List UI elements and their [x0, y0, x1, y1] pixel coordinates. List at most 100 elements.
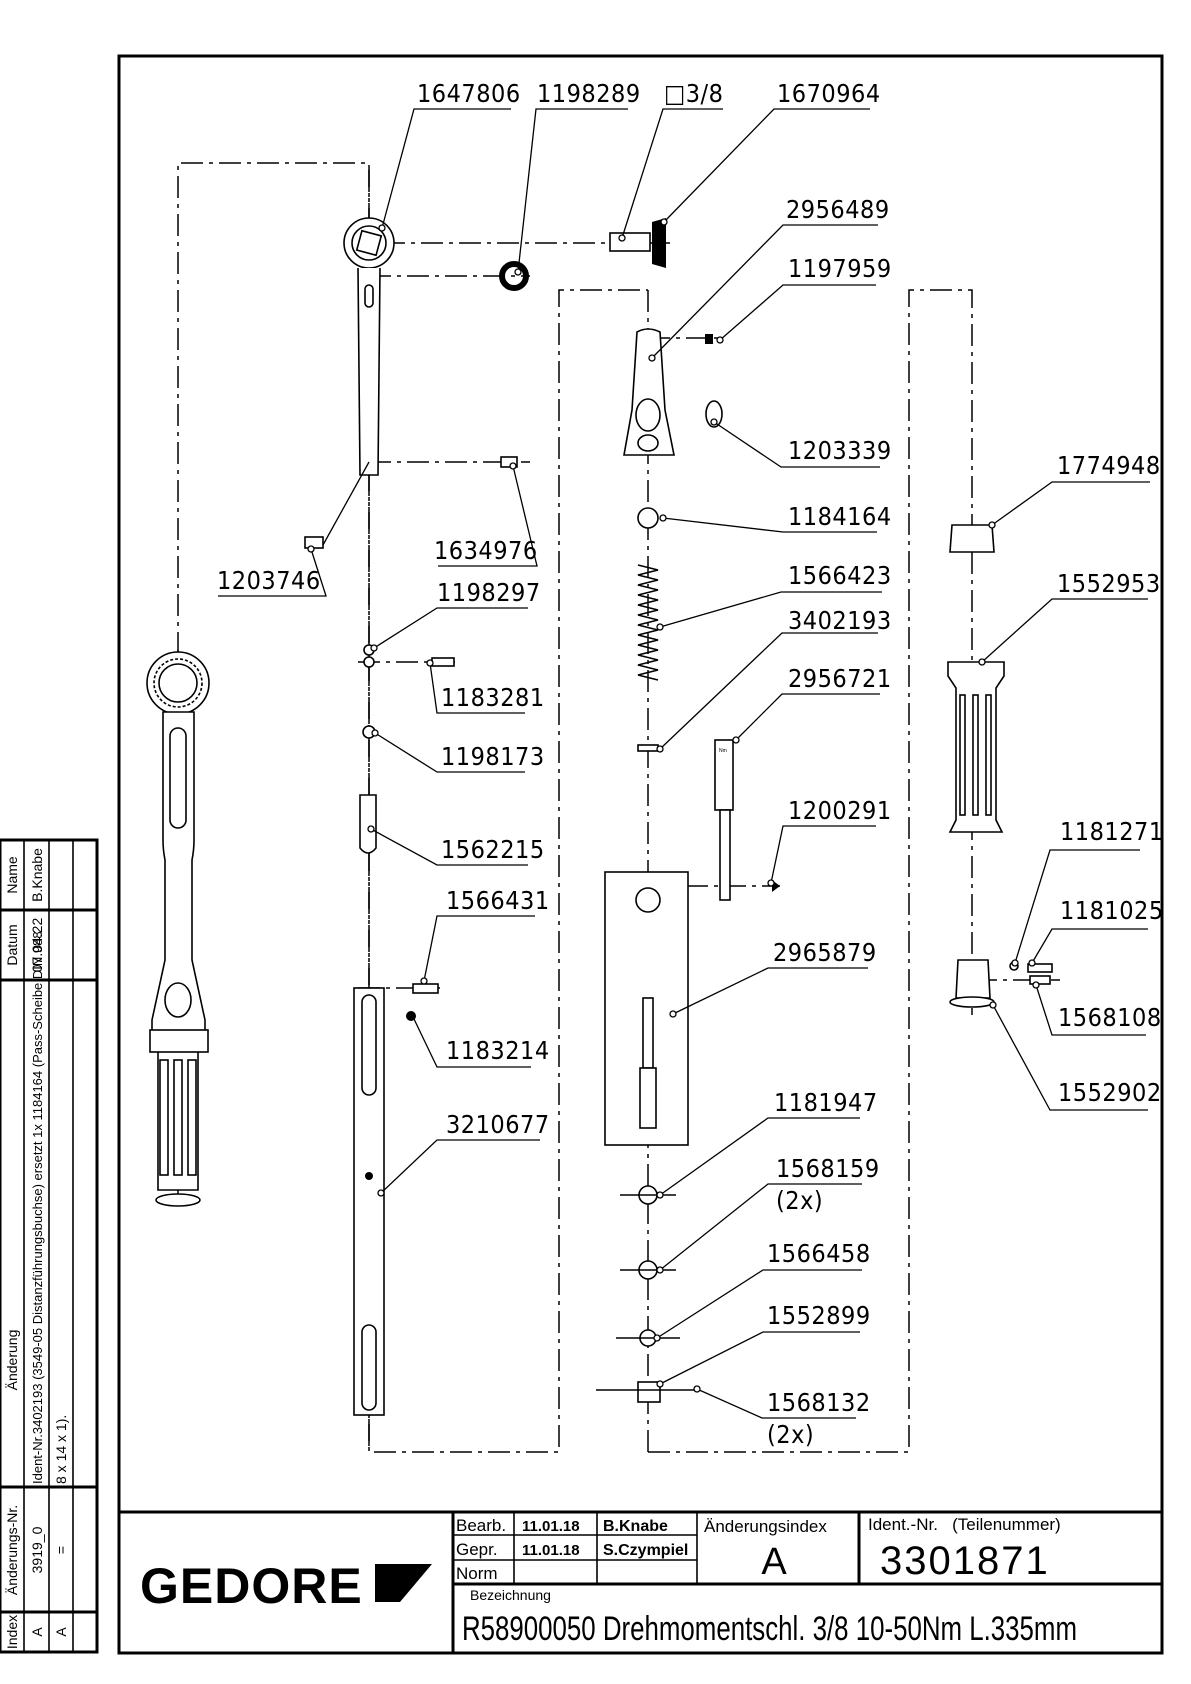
callout-2956721: 2956721: [732, 664, 892, 744]
rev-header-name: Name: [4, 856, 20, 894]
svg-text:3402193: 3402193: [788, 606, 892, 635]
callout-1568159: 1568159 (2x): [656, 1154, 880, 1274]
rev-row1-change: Ident-Nr.3402193 (3549-05 Distanzführung…: [30, 931, 45, 1484]
svg-text:1647806: 1647806: [417, 79, 521, 108]
drawing-frame: [117, 54, 1164, 1655]
rev-row2-change: 8 x 14 x 1).: [53, 1415, 69, 1484]
svg-text:1181025: 1181025: [1060, 896, 1164, 925]
designation-label: Bezeichnung: [470, 1587, 551, 1603]
svg-text:1562215: 1562215: [441, 835, 545, 864]
rev-row1-date: 07.04.22: [29, 918, 45, 973]
parts-left-column: [304, 217, 529, 1416]
parts-left-assembled-wrench: [146, 651, 210, 1207]
svg-text:1566458: 1566458: [767, 1239, 871, 1268]
svg-text:1183281: 1183281: [441, 683, 545, 712]
svg-text:1568132: 1568132: [767, 1388, 871, 1417]
svg-text:1552899: 1552899: [767, 1301, 871, 1330]
revision-table: Name Datum Änderung Änderungs-Nr. Index …: [0, 838, 99, 1654]
svg-text:□3/8: □3/8: [664, 79, 723, 108]
callout-1568132: 1568132 (2x): [693, 1385, 871, 1449]
rev-row2-index: A: [53, 1627, 69, 1637]
callout-1566431: 1566431: [420, 886, 550, 985]
callout-1647806: 1647806: [378, 79, 521, 232]
rev-header-change: Änderung: [4, 1330, 20, 1391]
callout-1183214: 1183214: [413, 1018, 550, 1068]
callout-1566458: 1566458: [653, 1239, 871, 1342]
designation: R58900050 Drehmomentschl. 3/8 10-50Nm L.…: [462, 1610, 1077, 1648]
svg-text:2956489: 2956489: [786, 195, 890, 224]
name-gepr: S.Czympiel: [603, 1542, 688, 1559]
svg-text:1198289: 1198289: [537, 79, 641, 108]
ident-number: 3301871: [880, 1539, 1050, 1583]
callout-3210677: 3210677: [377, 1110, 550, 1197]
role-norm: Norm: [456, 1564, 498, 1583]
svg-text:1198173: 1198173: [441, 742, 545, 771]
change-index-value: A: [761, 1541, 787, 1583]
parts-right-column: [947, 524, 1053, 1008]
callout-1198173: 1198173: [371, 729, 545, 773]
callout-1181947: 1181947: [656, 1088, 878, 1199]
rev-header-date: Datum: [4, 924, 20, 965]
callout-1198289: 1198289: [514, 79, 641, 276]
svg-text:(2x): (2x): [776, 1186, 823, 1215]
rev-row1-index: A: [29, 1627, 45, 1637]
callout-1634976: 1634976: [434, 462, 538, 567]
svg-text:1566431: 1566431: [446, 886, 550, 915]
date-gepr: 11.01.18: [522, 1542, 580, 1559]
svg-text:1568108: 1568108: [1058, 1003, 1162, 1032]
callouts: 1647806 1198289 □3/8 1670964 2956489 119…: [217, 79, 1164, 1449]
callout-1197959: 1197959: [716, 254, 892, 344]
svg-text:1184164: 1184164: [788, 502, 892, 531]
role-bearb: Bearb.: [456, 1516, 506, 1535]
svg-text:GEDORE: GEDORE: [140, 1558, 363, 1614]
rev-row1-change-no: 3919_0: [29, 1526, 45, 1573]
callout-1203339: 1203339: [710, 418, 891, 468]
parts-middle-column: Nm: [596, 218, 780, 1403]
callout-1200291: 1200291: [767, 796, 892, 887]
svg-text:1181271: 1181271: [1060, 817, 1164, 846]
svg-text:2956721: 2956721: [788, 664, 892, 693]
svg-text:1670964: 1670964: [777, 79, 881, 108]
svg-text:1634976: 1634976: [434, 536, 538, 565]
callout-3402193: 3402193: [656, 606, 892, 753]
callout-1181025: 1181025: [1028, 896, 1164, 967]
callout-1203746: 1203746: [217, 461, 370, 597]
role-gepr: Gepr.: [456, 1540, 498, 1559]
callout-1552899: 1552899: [656, 1301, 871, 1388]
svg-text:2965879: 2965879: [773, 938, 877, 967]
svg-text:1568159: 1568159: [776, 1154, 880, 1183]
svg-text:1552953: 1552953: [1057, 569, 1161, 598]
callout-1562215: 1562215: [367, 825, 545, 866]
callout-1198297: 1198297: [370, 578, 541, 652]
svg-text:3210677: 3210677: [446, 1110, 550, 1139]
svg-text:1774948: 1774948: [1057, 451, 1161, 480]
date-bearb: 11.01.18: [522, 1518, 580, 1535]
callout-square-drive-3-8: □3/8: [618, 79, 723, 242]
scale-unit-top: Nm: [719, 748, 727, 754]
rev-row2-change-no: =: [53, 1546, 69, 1554]
callout-2956489: 2956489: [648, 195, 890, 362]
callout-1566423: 1566423: [656, 561, 892, 631]
callout-1670964: 1670964: [660, 79, 881, 226]
svg-text:1566423: 1566423: [788, 561, 892, 590]
callout-1183281: 1183281: [426, 659, 545, 714]
svg-text:1181947: 1181947: [774, 1088, 878, 1117]
rev-header-index: Index: [4, 1615, 20, 1649]
callout-1181271: 1181271: [1011, 817, 1164, 967]
callout-1552902: 1552902: [989, 1001, 1161, 1111]
svg-text:1200291: 1200291: [788, 796, 892, 825]
svg-text:1203746: 1203746: [217, 566, 321, 595]
callout-1184164: 1184164: [659, 502, 892, 533]
callout-1552953: 1552953: [978, 569, 1161, 666]
svg-text:1198297: 1198297: [437, 578, 541, 607]
ident-label: Ident.-Nr. (Teilenummer): [868, 1515, 1061, 1534]
rev-row1-name: B.Knabe: [29, 848, 45, 902]
svg-text:1183214: 1183214: [446, 1036, 550, 1065]
callout-2965879: 2965879: [669, 938, 877, 1018]
svg-text:1197959: 1197959: [788, 254, 892, 283]
center-lines: [177, 162, 1060, 1453]
change-index-label: Änderungsindex: [704, 1517, 827, 1536]
title-block: GEDORE Bearb. 11.01.18 B.Knabe Gepr. 11.…: [119, 1510, 1162, 1653]
rev-header-change-no: Änderungs-Nr.: [4, 1505, 20, 1595]
